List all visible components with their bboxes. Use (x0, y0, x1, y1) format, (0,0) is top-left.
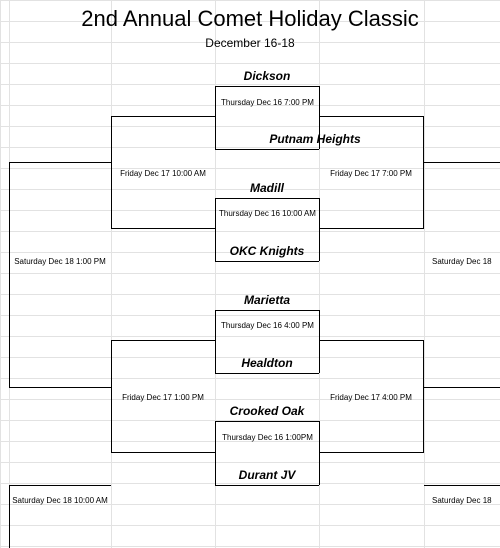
bracket-line (424, 485, 500, 486)
bracket-line (215, 485, 319, 486)
bracket-line (319, 421, 320, 485)
bracket-line (111, 228, 215, 229)
bracket-line (215, 310, 216, 373)
bracket-line (215, 421, 319, 422)
team-madill: Madill (249, 181, 284, 195)
column-divider (424, 0, 425, 548)
team-crooked-oak: Crooked Oak (229, 404, 305, 418)
game-time-saturday-bottom-right: Saturday Dec 18 (432, 496, 492, 505)
game-time-friday-left-upper: Friday Dec 17 10:00 AM (120, 169, 206, 178)
column-divider (319, 0, 320, 548)
bracket-line (319, 198, 320, 261)
team-putnam-heights: Putnam Heights (269, 132, 361, 146)
bracket-line (111, 340, 112, 453)
game-time-thursday-3: Thursday Dec 16 4:00 PM (221, 321, 314, 330)
bracket-line (319, 452, 424, 453)
bracket-line (215, 421, 216, 485)
game-time-friday-right-lower: Friday Dec 17 4:00 PM (330, 393, 412, 402)
game-time-saturday-right: Saturday Dec 18 (432, 257, 492, 266)
bracket-line (319, 310, 320, 373)
column-divider (215, 0, 216, 548)
game-time-friday-left-lower: Friday Dec 17 1:00 PM (122, 393, 204, 402)
bracket-line (215, 310, 319, 311)
bracket-line (424, 387, 500, 388)
bracket-line (111, 116, 112, 229)
team-healdton: Healdton (241, 356, 293, 370)
bracket-line (215, 86, 216, 149)
team-dickson: Dickson (243, 69, 291, 83)
bracket-line (9, 162, 111, 163)
game-time-saturday-bottom-left: Saturday Dec 18 10:00 AM (12, 496, 108, 505)
bracket-line (423, 340, 424, 453)
bracket-line (319, 86, 320, 149)
bracket-line (423, 116, 424, 229)
game-time-thursday-2: Thursday Dec 16 10:00 AM (219, 209, 316, 218)
bracket-line (9, 162, 10, 388)
bracket-line (9, 485, 111, 486)
team-marietta: Marietta (243, 293, 290, 307)
game-time-thursday-4: Thursday Dec 16 1:00PM (222, 433, 313, 442)
bracket-line (424, 162, 500, 163)
game-time-saturday-left: Saturday Dec 18 1:00 PM (14, 257, 106, 266)
game-time-thursday-1: Thursday Dec 16 7:00 PM (221, 98, 314, 107)
game-time-friday-right-upper: Friday Dec 17 7:00 PM (330, 169, 412, 178)
page-title: 2nd Annual Comet Holiday Classic (81, 6, 419, 31)
bracket-line (319, 340, 424, 341)
bracket-line (319, 116, 424, 117)
team-durant-jv: Durant JV (238, 468, 296, 482)
team-okc-knights: OKC Knights (229, 244, 305, 258)
bracket-line (111, 340, 215, 341)
tournament-dates: December 16-18 (205, 36, 295, 50)
bracket-line (9, 485, 10, 548)
bracket-line (9, 387, 111, 388)
bracket-line (111, 116, 215, 117)
bracket-line (319, 228, 424, 229)
bracket-line (215, 261, 319, 262)
bracket-line (215, 198, 216, 261)
column-divider (111, 0, 112, 548)
bracket-line (215, 86, 319, 87)
bracket-line (111, 452, 215, 453)
bracket-line (215, 198, 319, 199)
bracket-line (215, 373, 319, 374)
bracket-line (215, 149, 319, 150)
